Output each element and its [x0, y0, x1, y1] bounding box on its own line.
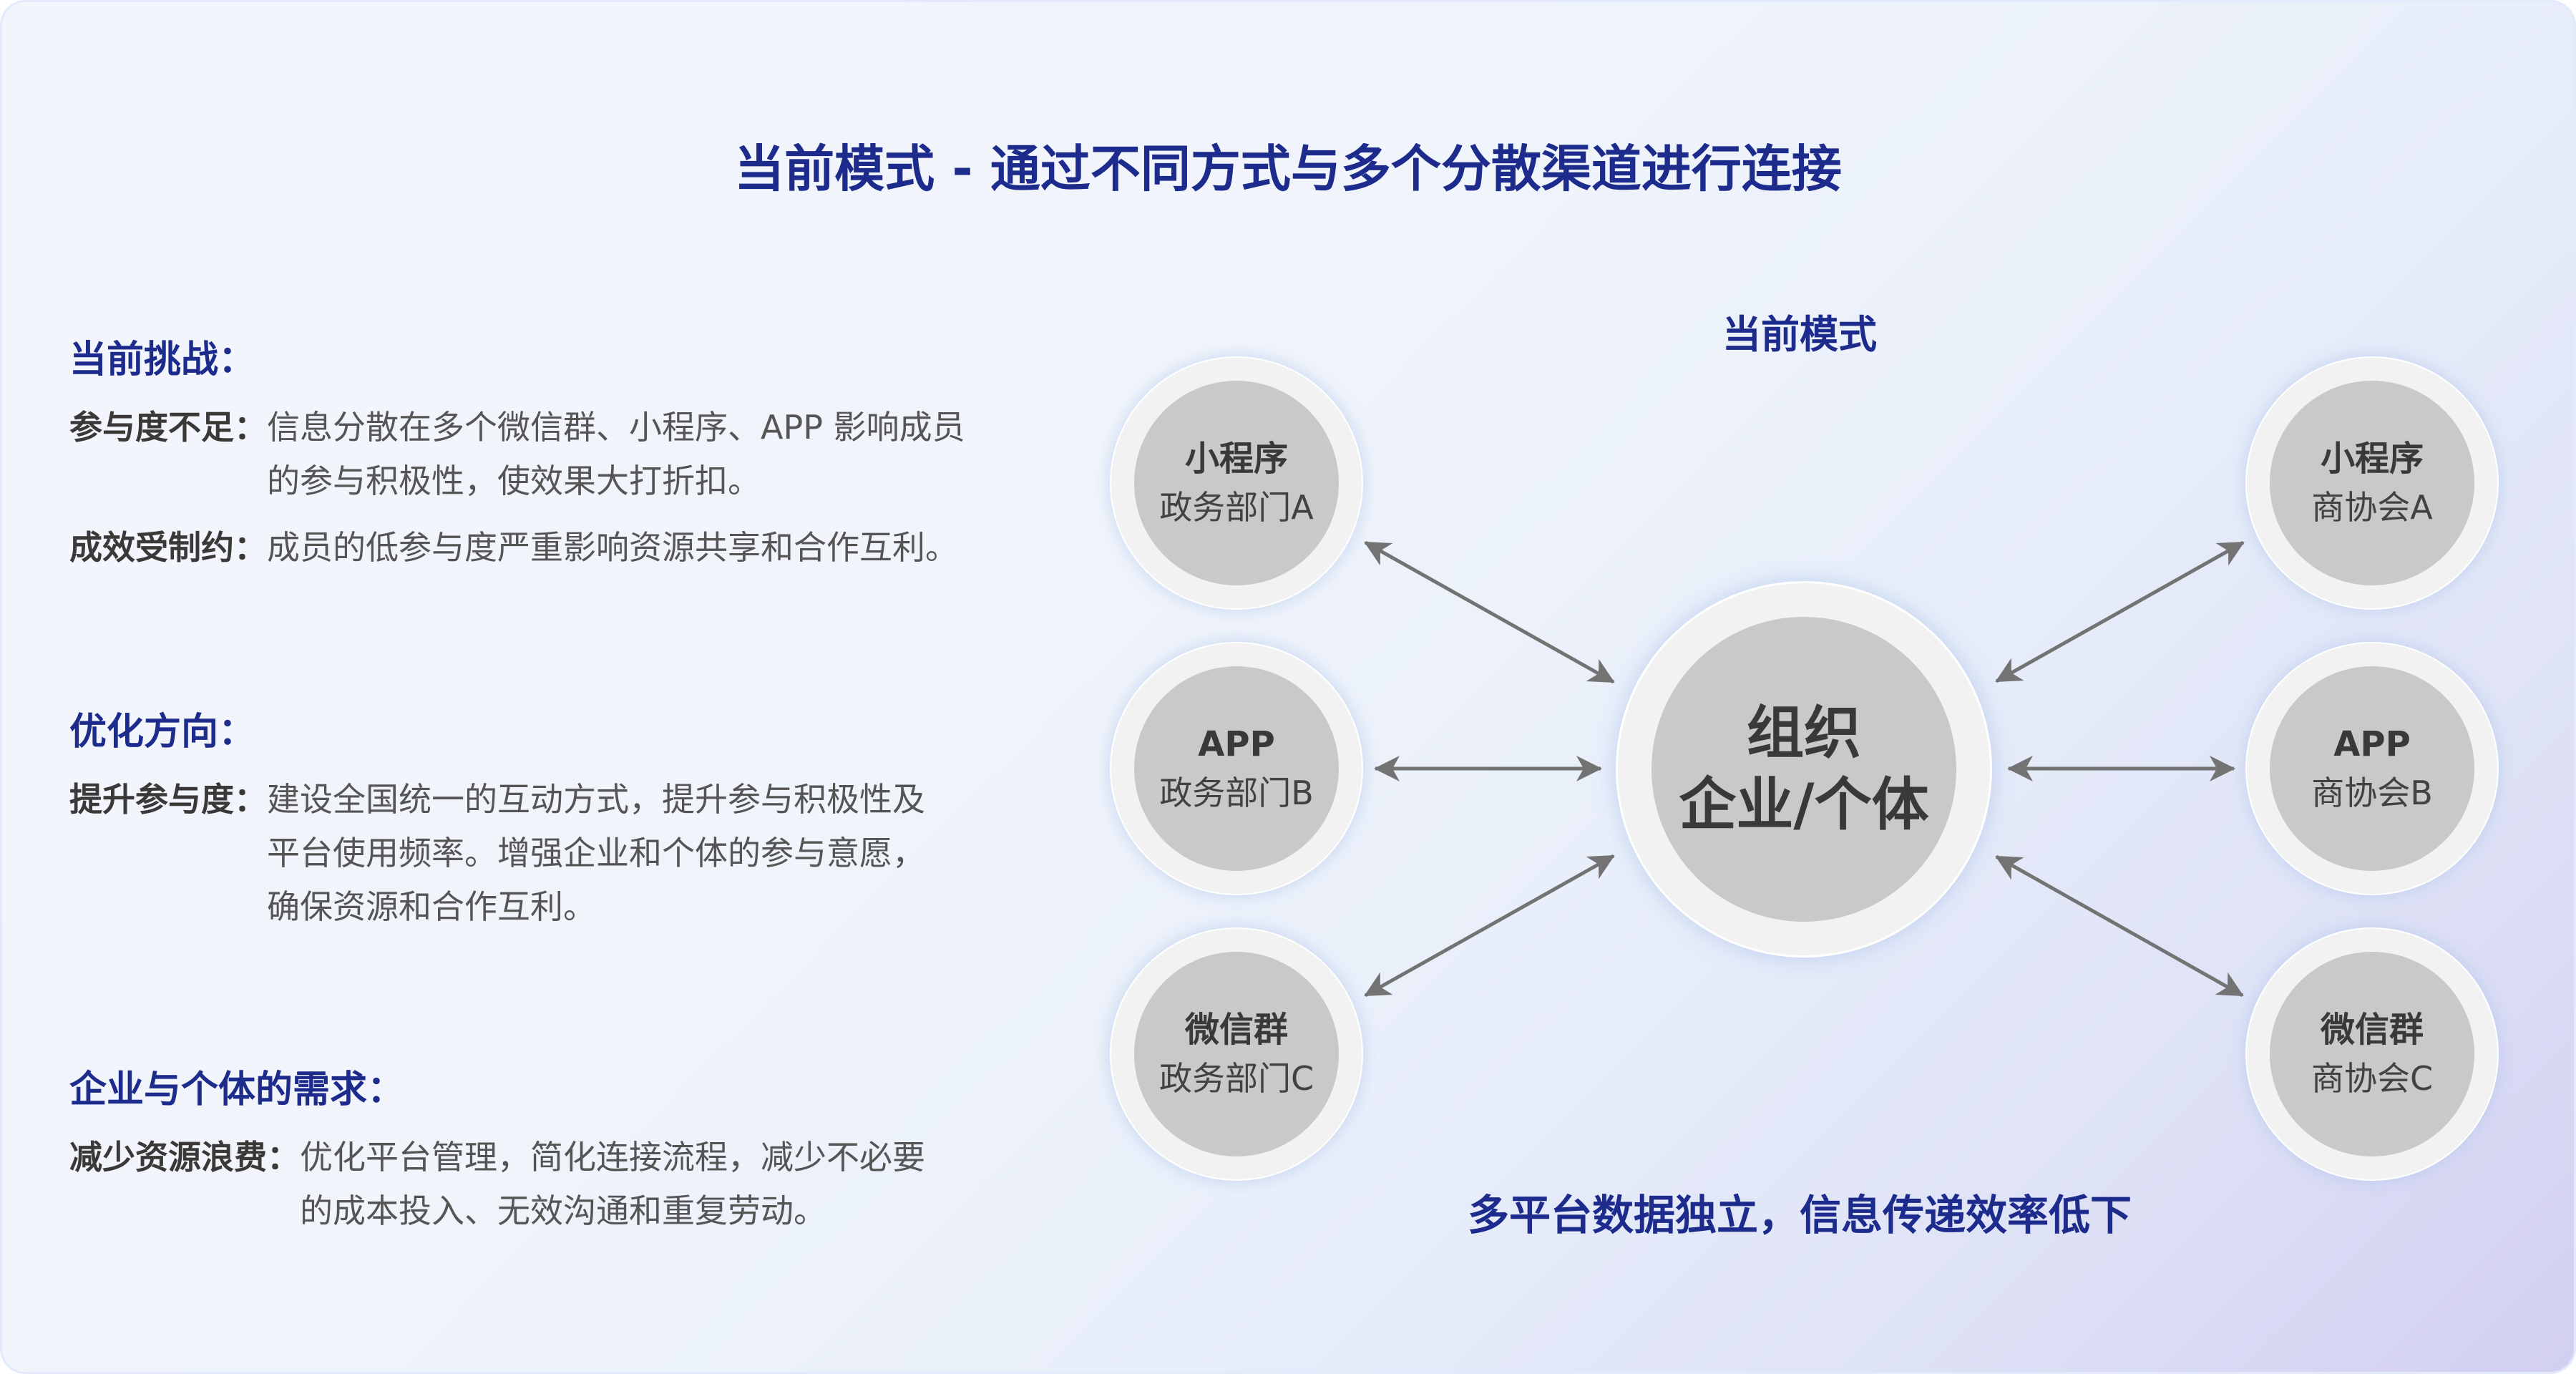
node-channel-label: 微信群 [2320, 1010, 2424, 1050]
item-text-line: 的参与积极性，使效果大打折扣。 [267, 462, 761, 500]
node-inner: 组织 企业/个体 [1652, 617, 1956, 922]
item-text: 成员的低参与度严重影响资源共享和合作互利。 [267, 521, 958, 575]
node-entity-label: 商协会A [2311, 488, 2433, 527]
node-entity-label: 商协会C [2311, 1059, 2434, 1098]
node-inner: 小程序 商协会A [2270, 381, 2474, 585]
challenge-item-effectiveness: 成效受制约： 成员的低参与度严重影响资源共享和合作互利。 [69, 521, 1043, 575]
diagram-caption: 多平台数据独立，信息传递效率低下 [1467, 1191, 2132, 1239]
item-label: 成效受制约： [69, 528, 267, 567]
node-channel-label: APP [2333, 724, 2411, 764]
section-heading: 当前挑战： [69, 338, 256, 381]
diagram-subtitle: 当前模式 [1722, 312, 1877, 357]
node-inner: 小程序 政务部门A [1134, 381, 1339, 585]
optimization-item-participation: 提升参与度： 建设全国统一的互动方式，提升参与积极性及 平台使用频率。增强企业和… [69, 773, 1043, 934]
node-center-organization: 组织 企业/个体 [1618, 583, 1990, 955]
node-chamber-c: 微信群 商协会C [2247, 929, 2497, 1179]
item-text-line: 平台使用频率。增强企业和个体的参与意愿， [267, 834, 925, 872]
section-needs: 企业与个体的需求： 减少资源浪费： 优化平台管理，简化连接流程，减少不必要 的成… [69, 1065, 1043, 1251]
center-label-line2: 企业/个体 [1679, 771, 1929, 838]
arrow-left-top [1364, 540, 1615, 684]
item-text-line: 的成本投入、无效沟通和重复劳动。 [300, 1192, 826, 1230]
node-gov-dept-b: APP 政务部门B [1111, 643, 1362, 894]
item-text: 信息分散在多个微信群、小程序、APP 影响成员 的参与积极性，使效果大打折扣。 [267, 401, 965, 508]
node-entity-label: 商协会B [2311, 774, 2433, 812]
arrow-left-bottom [1364, 854, 1615, 998]
node-entity-label: 政务部门A [1159, 488, 1314, 527]
node-channel-label: 小程序 [1184, 439, 1288, 479]
node-inner: 微信群 政务部门C [1134, 952, 1339, 1156]
item-text-line: 确保资源和合作互利。 [267, 887, 596, 926]
item-text-line: 优化平台管理，简化连接流程，减少不必要 [300, 1138, 925, 1176]
node-channel-label: APP [1198, 724, 1275, 764]
page-title: 当前模式 - 通过不同方式与多个分散渠道进行连接 [734, 140, 1842, 198]
section-optimization: 优化方向： 提升参与度： 建设全国统一的互动方式，提升参与积极性及 平台使用频率… [69, 707, 1043, 947]
item-label: 减少资源浪费： [69, 1138, 300, 1176]
arrow-right-bottom [1995, 854, 2244, 998]
node-inner: APP 商协会B [2270, 666, 2474, 871]
center-label-line1: 组织 [1747, 700, 1861, 766]
item-text: 优化平台管理，简化连接流程，减少不必要 的成本投入、无效沟通和重复劳动。 [300, 1131, 925, 1238]
node-entity-label: 政务部门B [1159, 774, 1314, 812]
node-channel-label: 微信群 [1184, 1010, 1288, 1050]
node-chamber-b: APP 商协会B [2247, 643, 2497, 894]
node-gov-dept-c: 微信群 政务部门C [1111, 929, 1362, 1179]
item-text-line: 信息分散在多个微信群、小程序、APP 影响成员 [267, 408, 965, 447]
section-current-challenges: 当前挑战： 参与度不足： 信息分散在多个微信群、小程序、APP 影响成员 的参与… [69, 335, 1043, 588]
section-heading: 企业与个体的需求： [69, 1068, 405, 1111]
node-inner: 微信群 商协会C [2270, 952, 2474, 1156]
node-chamber-a: 小程序 商协会A [2247, 358, 2497, 608]
node-gov-dept-a: 小程序 政务部门A [1111, 358, 1362, 608]
section-heading: 优化方向： [69, 711, 256, 754]
item-text-line: 建设全国统一的互动方式，提升参与积极性及 [267, 780, 925, 819]
node-channel-label: 小程序 [2320, 439, 2424, 479]
item-label: 参与度不足： [69, 408, 267, 447]
item-text: 建设全国统一的互动方式，提升参与积极性及 平台使用频率。增强企业和个体的参与意愿… [267, 773, 925, 934]
item-label: 提升参与度： [69, 780, 267, 819]
node-entity-label: 政务部门C [1158, 1059, 1314, 1098]
item-text-line: 成员的低参与度严重影响资源共享和合作互利。 [267, 528, 958, 567]
arrow-right-top [1995, 540, 2245, 683]
needs-item-reduce-waste: 减少资源浪费： 优化平台管理，简化连接流程，减少不必要 的成本投入、无效沟通和重… [69, 1131, 1043, 1238]
challenge-item-participation: 参与度不足： 信息分散在多个微信群、小程序、APP 影响成员 的参与积极性，使效… [69, 401, 1043, 508]
node-inner: APP 政务部门B [1134, 666, 1339, 871]
